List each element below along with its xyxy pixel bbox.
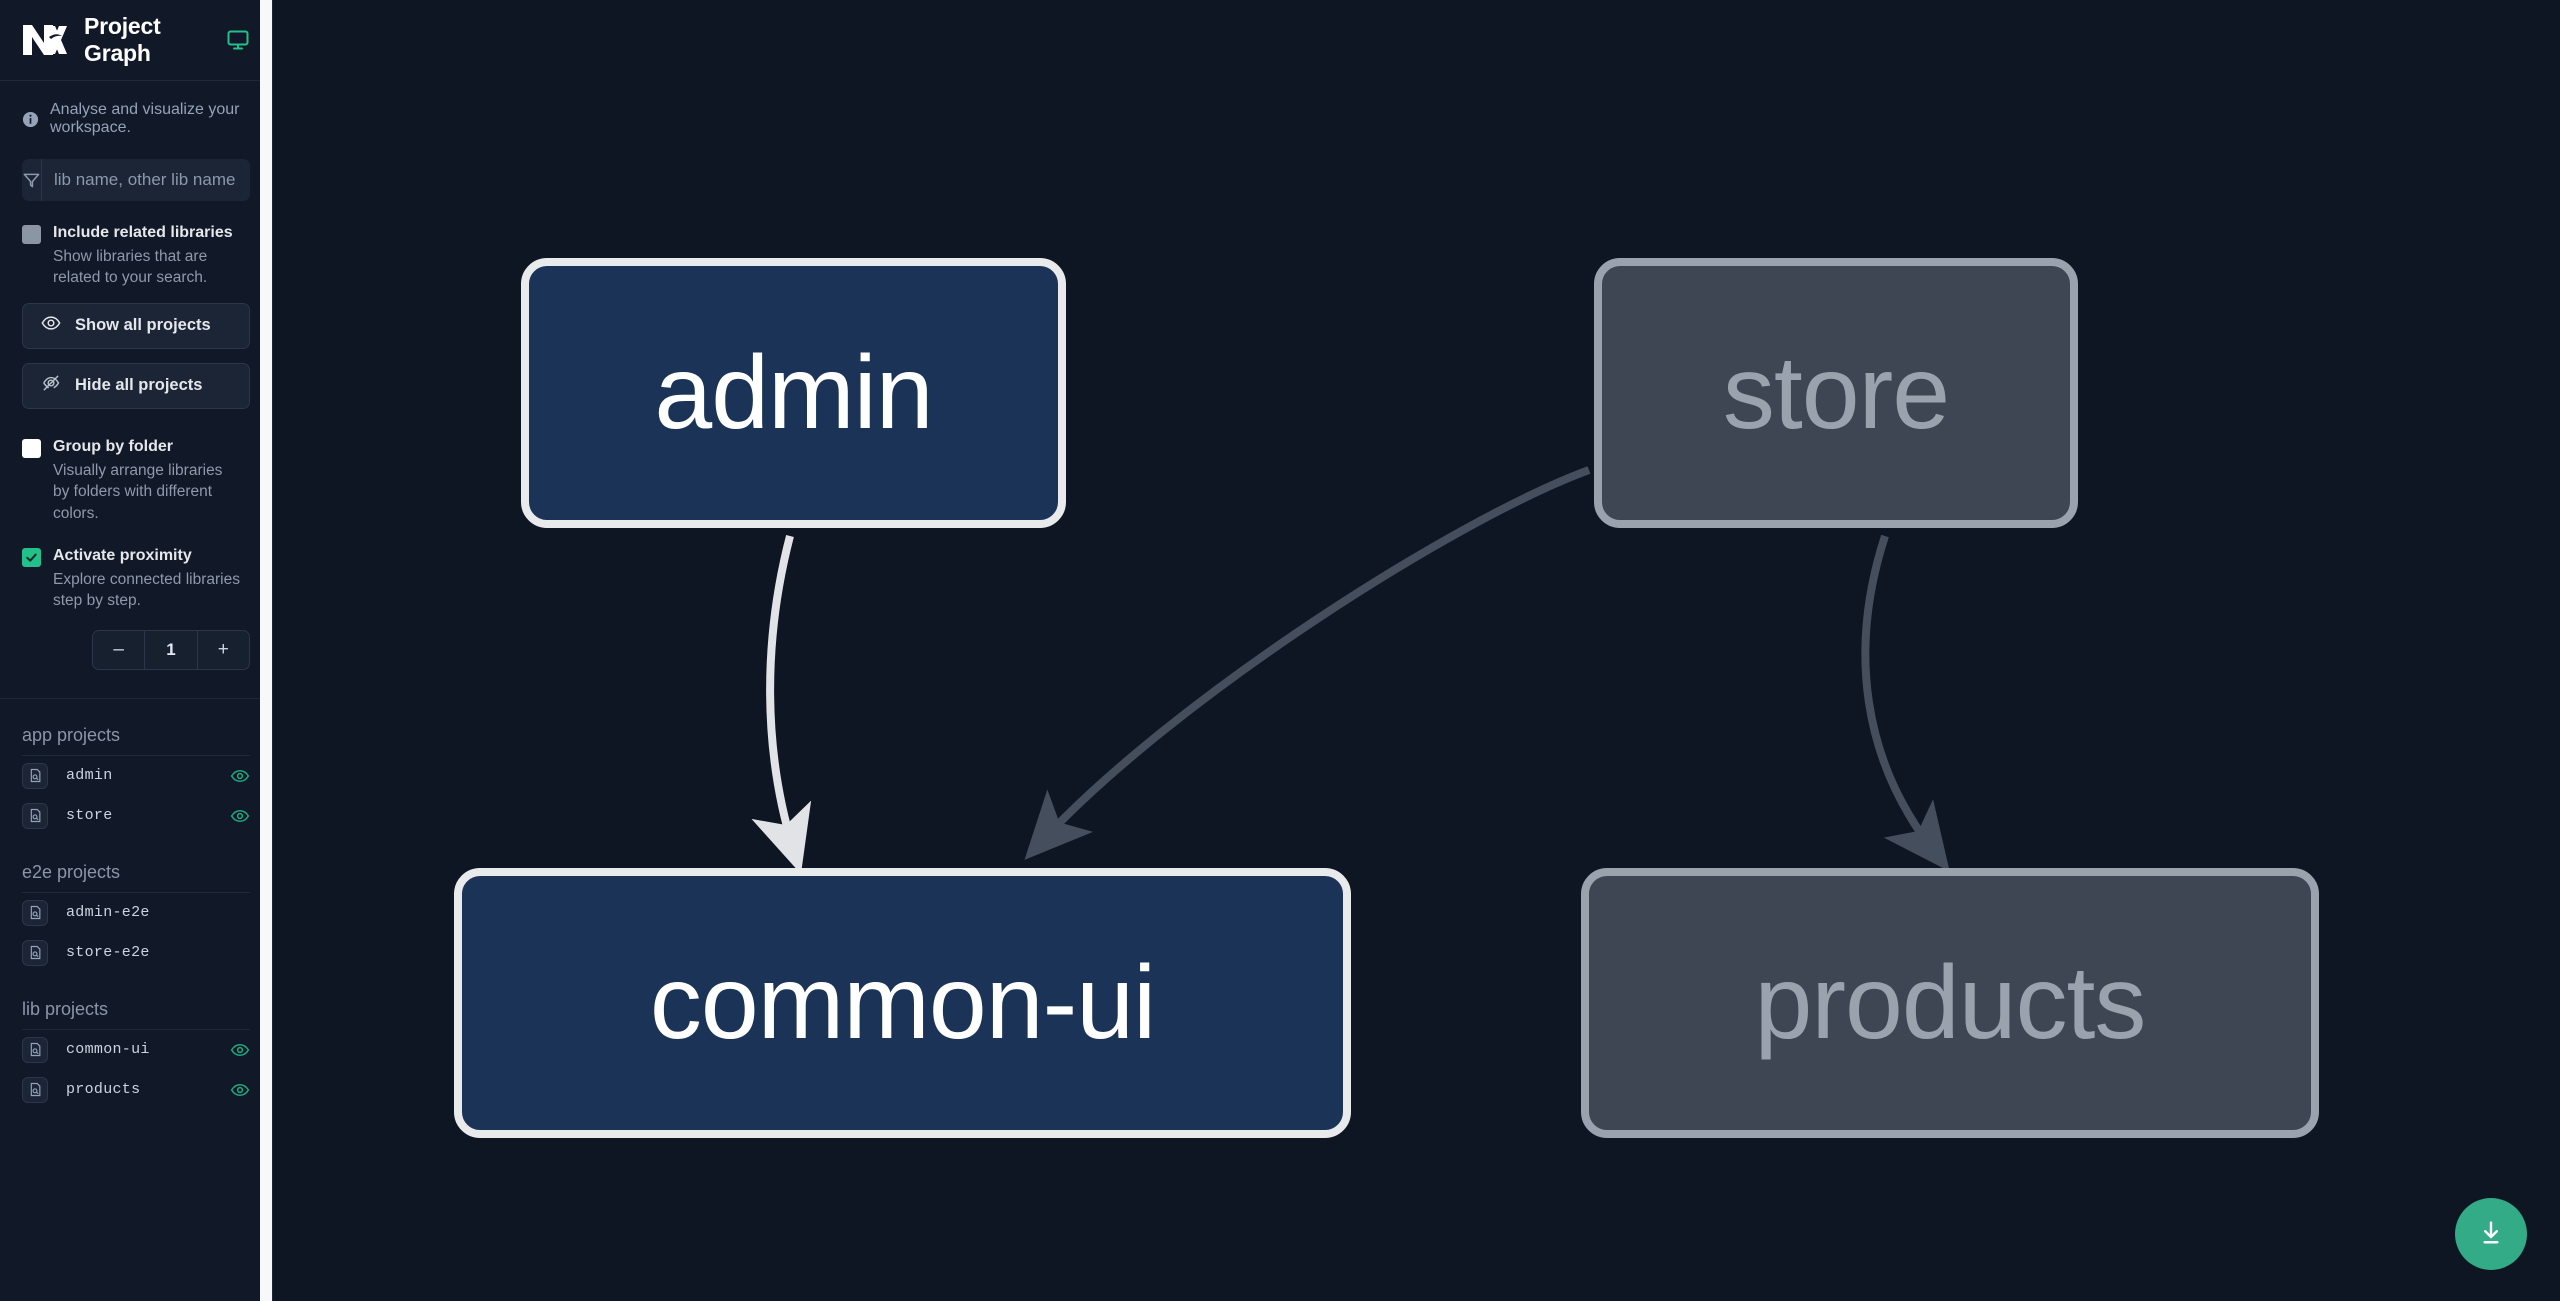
activate-proximity-label: Activate proximity [53, 546, 192, 564]
sidebar: Project Graph Analyse and visualize your… [0, 0, 273, 1301]
graph-node-label: common-ui [649, 944, 1156, 1061]
eye-visible-icon[interactable] [230, 766, 250, 786]
project-row-admin[interactable]: admin [0, 756, 272, 796]
show-all-projects-button[interactable]: Show all projects [22, 302, 250, 349]
group-by-folder-checkbox[interactable] [22, 438, 41, 458]
graph-node-label: admin [654, 334, 933, 451]
project-name: store-e2e [66, 944, 150, 962]
nx-logo-icon [22, 20, 68, 60]
edge-admin-to-common-ui [751, 534, 812, 875]
project-row-store[interactable]: store [0, 796, 272, 836]
graph-node-admin[interactable]: admin [521, 258, 1066, 528]
project-file-icon [22, 899, 48, 926]
graph-node-common-ui[interactable]: common-ui [454, 868, 1351, 1138]
graph-node-store[interactable]: store [1594, 258, 2078, 528]
eye-visible-icon[interactable] [230, 1040, 250, 1060]
group-label-app-projects: app projects [22, 724, 121, 745]
hide-all-projects-button[interactable]: Hide all projects [22, 362, 250, 409]
graph-canvas[interactable]: admin store common-ui products [273, 0, 2560, 1301]
graph-node-products[interactable]: products [1581, 868, 2319, 1138]
group-label-lib-projects: lib projects [22, 998, 109, 1019]
search-input[interactable] [42, 159, 250, 201]
project-file-icon [22, 1076, 48, 1103]
eye-off-icon [41, 373, 61, 398]
option-group-by-folder[interactable]: Group by folder Visually arrange librari… [0, 409, 272, 524]
project-name: common-ui [66, 1041, 150, 1059]
download-button[interactable] [2455, 1198, 2527, 1270]
include-related-desc: Show libraries that are related to your … [53, 248, 208, 287]
sidebar-subtitle-text: Analyse and visualize your workspace. [50, 101, 240, 136]
project-file-icon [22, 802, 48, 829]
sidebar-subtitle: Analyse and visualize your workspace. [0, 81, 272, 151]
sidebar-header: Project Graph [0, 0, 272, 81]
project-row-admin-e2e[interactable]: admin-e2e [0, 893, 272, 933]
show-all-projects-label: Show all projects [75, 316, 211, 335]
eye-icon [41, 313, 61, 338]
project-row-products[interactable]: products [0, 1070, 272, 1110]
project-name: store [66, 807, 113, 825]
search-bar[interactable] [22, 159, 250, 201]
proximity-stepper[interactable]: – 1 + [92, 629, 250, 670]
edge-store-to-common-ui [1024, 466, 1591, 860]
hide-all-projects-label: Hide all projects [75, 376, 203, 395]
graph-node-label: products [1754, 944, 2147, 1061]
group-rule [22, 1028, 250, 1030]
group-rule [22, 754, 250, 756]
project-row-common-ui[interactable]: common-ui [0, 1030, 272, 1070]
group-label-e2e-projects: e2e projects [22, 861, 121, 882]
project-file-icon [22, 939, 48, 966]
sidebar-scrollbar[interactable] [260, 0, 272, 1301]
graph-edges [751, 466, 1950, 875]
option-include-related-libraries[interactable]: Include related libraries Show libraries… [0, 201, 272, 289]
include-related-checkbox[interactable] [22, 225, 41, 244]
monitor-icon[interactable] [226, 28, 250, 52]
activate-proximity-checkbox[interactable] [22, 547, 41, 567]
include-related-label: Include related libraries [53, 224, 233, 241]
proximity-increment-button[interactable]: + [217, 638, 229, 660]
project-file-icon [22, 762, 48, 789]
sidebar-divider [0, 697, 272, 699]
group-rule [22, 891, 250, 893]
graph-node-label: store [1722, 334, 1950, 451]
project-row-store-e2e[interactable]: store-e2e [0, 933, 272, 973]
page-title: Project Graph [84, 13, 161, 66]
eye-visible-icon[interactable] [230, 806, 250, 826]
filter-funnel-icon [22, 159, 42, 201]
project-name: products [66, 1081, 141, 1099]
project-name: admin [66, 767, 113, 785]
group-by-folder-label: Group by folder [53, 437, 173, 455]
proximity-decrement-button[interactable]: – [93, 630, 146, 669]
project-file-icon [22, 1036, 48, 1063]
activate-proximity-desc: Explore connected libraries step by step… [53, 570, 240, 610]
proximity-value: 1 [145, 630, 198, 669]
group-by-folder-desc: Visually arrange libraries by folders wi… [53, 461, 223, 522]
download-icon [2476, 1218, 2506, 1251]
project-name: admin-e2e [66, 904, 150, 922]
eye-visible-icon[interactable] [230, 1080, 250, 1100]
info-icon [22, 111, 39, 128]
edge-store-to-products [1861, 534, 1950, 872]
option-activate-proximity[interactable]: Activate proximity Explore connected lib… [0, 524, 272, 612]
